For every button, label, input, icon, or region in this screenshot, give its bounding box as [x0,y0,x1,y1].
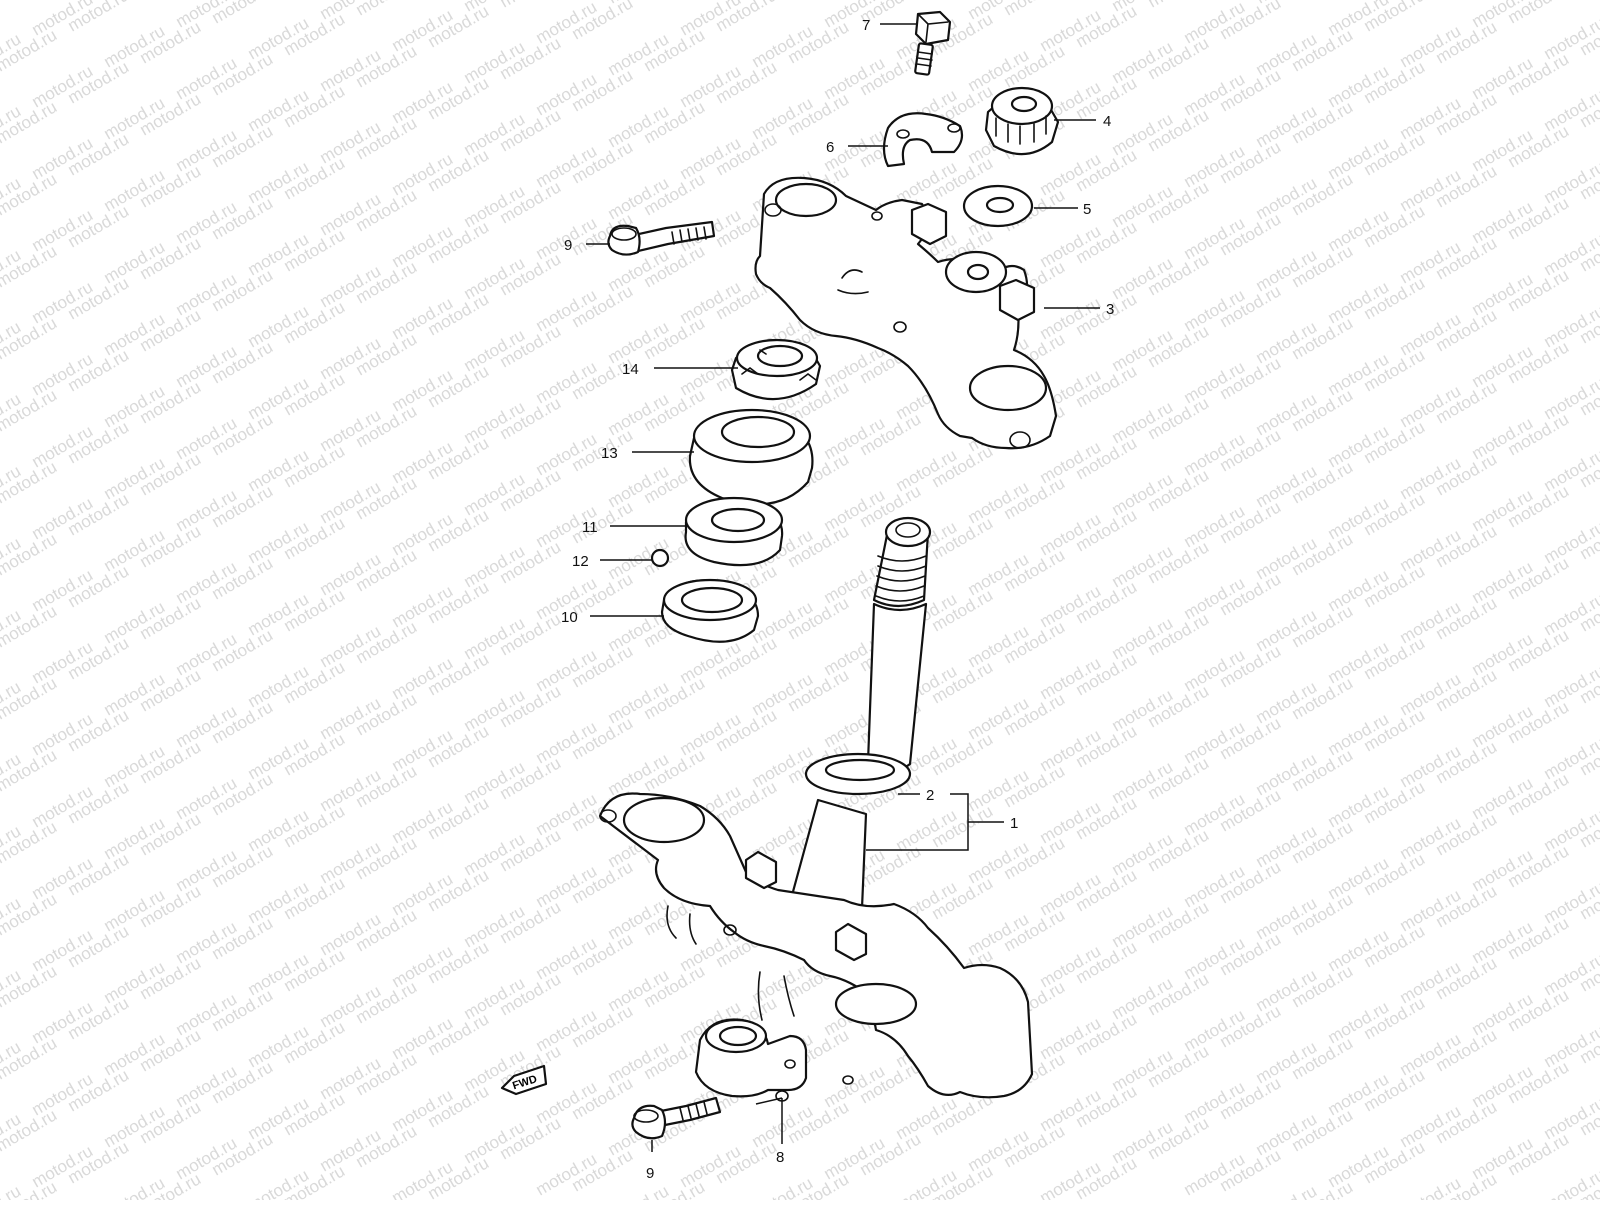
callout-2: 2 [926,787,934,804]
watermark-text: motod.ru [1253,1181,1321,1200]
part-12-ball [652,550,668,566]
callout-13: 13 [601,445,618,462]
watermark-text: motod.ru [209,0,277,27]
part-14-locknut [732,340,820,399]
callout-12: 12 [572,553,589,570]
watermark-text: motod.ru [1289,0,1357,3]
part-4-nut [986,88,1058,154]
callout-11: 11 [582,519,598,536]
callout-5: 5 [1083,201,1091,218]
callout-1: 1 [1010,815,1018,832]
watermark-text: motod.ru [353,0,421,19]
watermark-text: motod.ru [641,0,709,3]
callout-6: 6 [826,139,834,156]
watermark-text: motod.ru [605,1181,673,1200]
callout-3: 3 [1106,301,1114,318]
part-10-race [662,580,758,642]
watermark-text: motod.ru [1001,0,1069,19]
callout-14: 14 [622,361,639,378]
part-5-washer [964,186,1032,226]
watermark-text: motod.ru [1505,0,1573,27]
callout-10: 10 [561,609,578,626]
callout-9-upper: 9 [564,237,572,254]
callout-7: 7 [862,17,870,34]
part-11-race [686,498,783,565]
watermark-text: motod.ru [0,0,60,3]
watermark-text: motod.ru [1145,0,1213,11]
callout-4: 4 [1103,113,1111,130]
callout-9-lower: 9 [646,1165,654,1182]
callout-8: 8 [776,1149,784,1166]
part-8-cable-guide [696,1019,806,1101]
part-13-bearing [690,410,813,504]
watermark-text: motod.ru [497,0,565,11]
